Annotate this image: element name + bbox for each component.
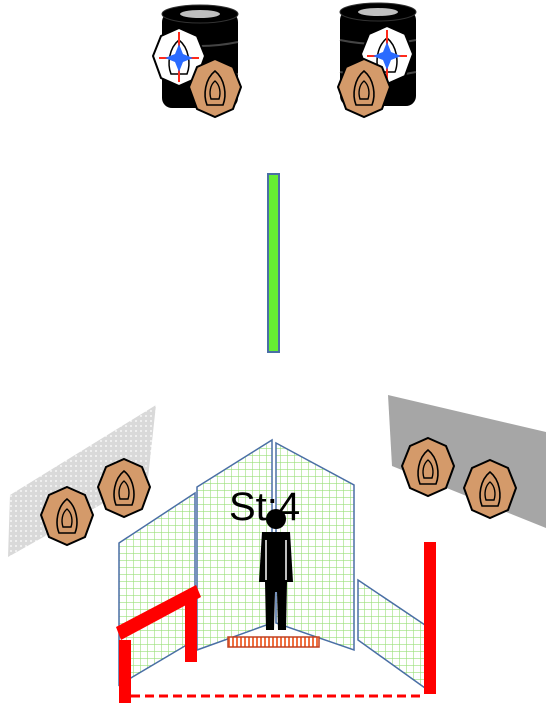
- fault-lines: [116, 542, 436, 703]
- wall-panel-far-right: [357, 578, 426, 690]
- stage-label: St:4: [229, 485, 300, 529]
- ipsc-paper-target-icon: [337, 58, 391, 118]
- mesh-walls: [118, 438, 426, 690]
- shooter-figure-icon: [259, 509, 293, 630]
- ipsc-paper-target-icon: [40, 486, 94, 546]
- barrel-group-right: [337, 2, 417, 118]
- ipsc-paper-target-icon: [188, 58, 242, 118]
- start-mat: [227, 636, 320, 648]
- barrel-group-left: [152, 4, 242, 118]
- ipsc-paper-target-icon: [463, 459, 517, 519]
- divider-bar: [267, 173, 280, 353]
- ipsc-paper-target-icon: [401, 437, 455, 497]
- ipsc-paper-target-icon: [97, 458, 151, 518]
- wall-panel-center-left: [196, 438, 273, 652]
